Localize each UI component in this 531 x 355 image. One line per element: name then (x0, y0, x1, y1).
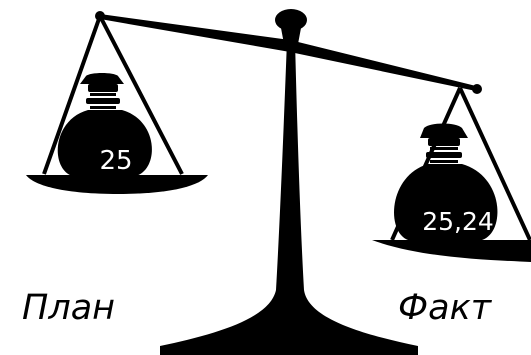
stand-column (160, 40, 418, 355)
left-pan-dish (26, 175, 208, 194)
left-bag-value: 25 (99, 146, 132, 176)
right-pan-dish (372, 240, 531, 262)
stand-knob (275, 9, 307, 31)
plan-caption: План (22, 291, 115, 326)
left-pan-assembly: 25 (26, 16, 208, 194)
right-bag-value: 25,24 (422, 207, 494, 236)
right-pan-assembly: 25,24 (372, 88, 531, 262)
fact-caption: Факт (398, 291, 491, 326)
beam-right-end (472, 84, 482, 94)
